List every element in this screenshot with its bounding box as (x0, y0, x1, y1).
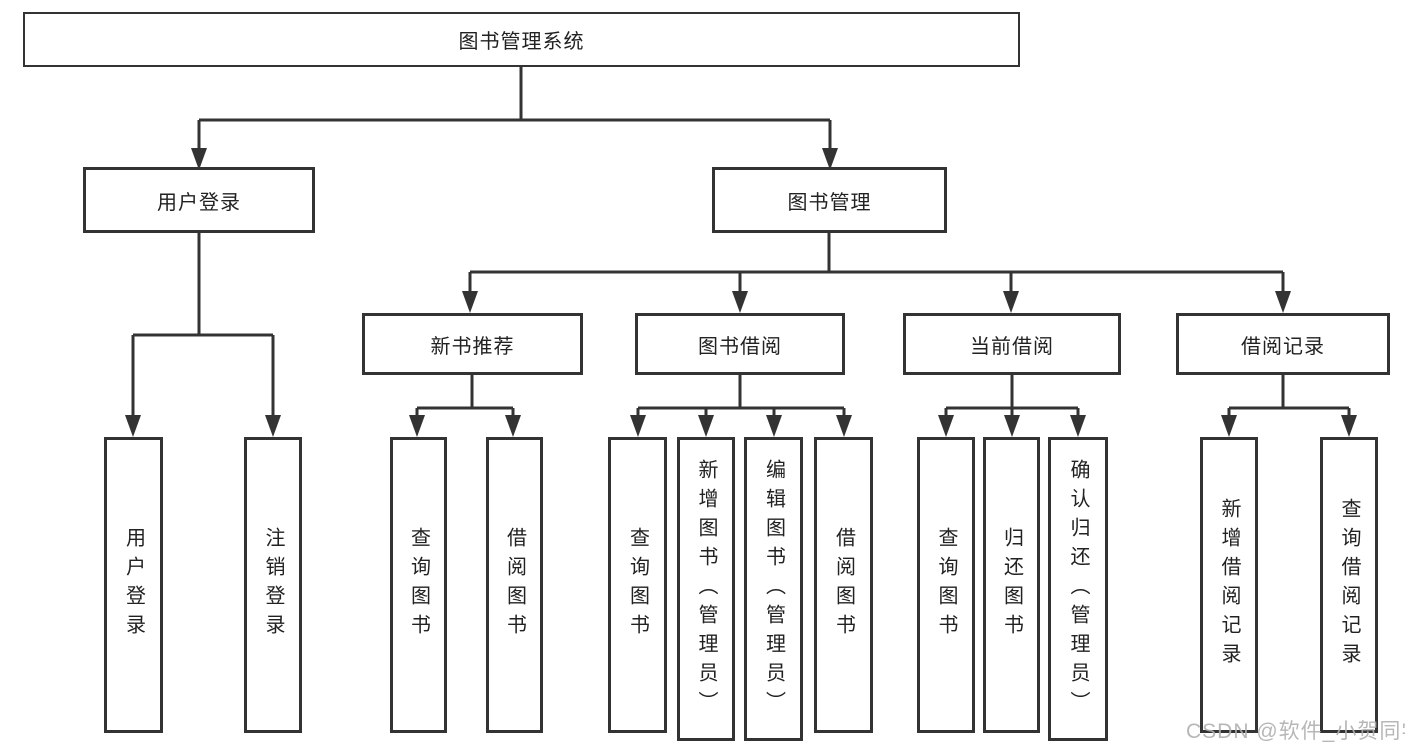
arrowhead (462, 291, 478, 313)
leaf-cb-confirm-return-admin: 确认归还（管理员） (1048, 437, 1108, 741)
node-label: 新书推荐 (430, 335, 515, 358)
arrowhead (125, 415, 141, 437)
node-new-book-recommend: 新书推荐 (362, 313, 583, 375)
arrowhead (938, 415, 954, 437)
arrowhead (265, 415, 281, 437)
node-label: 图书借阅 (698, 335, 782, 358)
leaf-label: 借阅图书 (503, 527, 526, 643)
node-label: 图书管理系统 (458, 31, 585, 53)
leaf-label: 编辑图书（管理员） (762, 458, 785, 720)
leaf-nb-query-books: 查询图书 (390, 437, 447, 733)
node-book-management: 图书管理 (712, 167, 947, 233)
node-borrowing-records: 借阅记录 (1176, 313, 1390, 375)
leaf-label: 查询图书 (935, 527, 957, 643)
leaf-label: 查询借阅记录 (1338, 498, 1360, 672)
connector-user-login-group (131, 233, 275, 419)
arrowhead (1275, 291, 1291, 313)
node-book-borrowing: 图书借阅 (635, 313, 845, 375)
leaf-br-add-record: 新增借阅记录 (1200, 437, 1258, 733)
leaf-bb-add-books-admin: 新增图书（管理员） (677, 437, 735, 741)
arrowhead (191, 148, 207, 170)
leaf-br-query-record: 查询借阅记录 (1320, 437, 1378, 733)
leaf-bb-query-books: 查询图书 (608, 437, 667, 733)
leaf-logout: 注销登录 (244, 437, 302, 733)
arrowhead (409, 415, 425, 437)
leaf-label: 新增图书（管理员） (695, 458, 717, 720)
arrowhead (1070, 415, 1086, 437)
leaf-cb-return-books: 归还图书 (983, 437, 1040, 733)
node-label: 图书管理 (787, 191, 872, 214)
arrowhead (1221, 415, 1237, 437)
node-label: 借阅记录 (1241, 335, 1325, 358)
leaf-cb-query-books: 查询图书 (917, 437, 975, 733)
arrowhead (1004, 415, 1020, 437)
arrowhead (766, 415, 782, 437)
arrowhead (630, 415, 646, 437)
leaf-nb-borrow-books: 借阅图书 (486, 437, 543, 733)
node-label: 用户登录 (157, 191, 241, 214)
leaf-label: 借阅图书 (832, 527, 855, 643)
node-user-login: 用户登录 (83, 167, 315, 233)
node-label: 当前借阅 (970, 335, 1054, 358)
arrowhead (732, 291, 748, 313)
connector-book-borrow-group (636, 375, 846, 419)
watermark: CSDN @软件_小贺同学 (1186, 720, 1405, 743)
leaf-user-login: 用户登录 (104, 437, 163, 733)
arrowhead (505, 415, 521, 437)
connector-borrow-records-group (1227, 375, 1351, 419)
arrowhead (1003, 291, 1019, 313)
node-root: 图书管理系统 (23, 12, 1020, 67)
arrowhead (698, 415, 714, 437)
leaf-label: 查询图书 (626, 527, 649, 643)
leaf-label: 注销登录 (262, 527, 284, 643)
leaf-label: 确认归还（管理员） (1067, 458, 1089, 720)
leaf-bb-edit-books-admin: 编辑图书（管理员） (744, 437, 803, 741)
connector-book-mgmt-to-level3 (468, 233, 1285, 295)
connector-root-to-level2 (197, 66, 832, 152)
leaf-label: 归还图书 (1000, 527, 1023, 643)
connector-new-books-group (415, 375, 515, 419)
arrowhead (1341, 415, 1357, 437)
node-current-borrowing: 当前借阅 (903, 313, 1121, 375)
arrowhead (836, 415, 852, 437)
leaf-bb-borrow-books: 借阅图书 (814, 437, 873, 733)
leaf-label: 新增借阅记录 (1218, 498, 1240, 672)
arrowhead (822, 148, 838, 170)
leaf-label: 查询图书 (407, 527, 430, 643)
leaf-label: 用户登录 (122, 527, 145, 643)
arrowheads (125, 148, 1357, 437)
connector-segments (131, 66, 1351, 419)
connector-current-borrow-group (944, 375, 1080, 419)
